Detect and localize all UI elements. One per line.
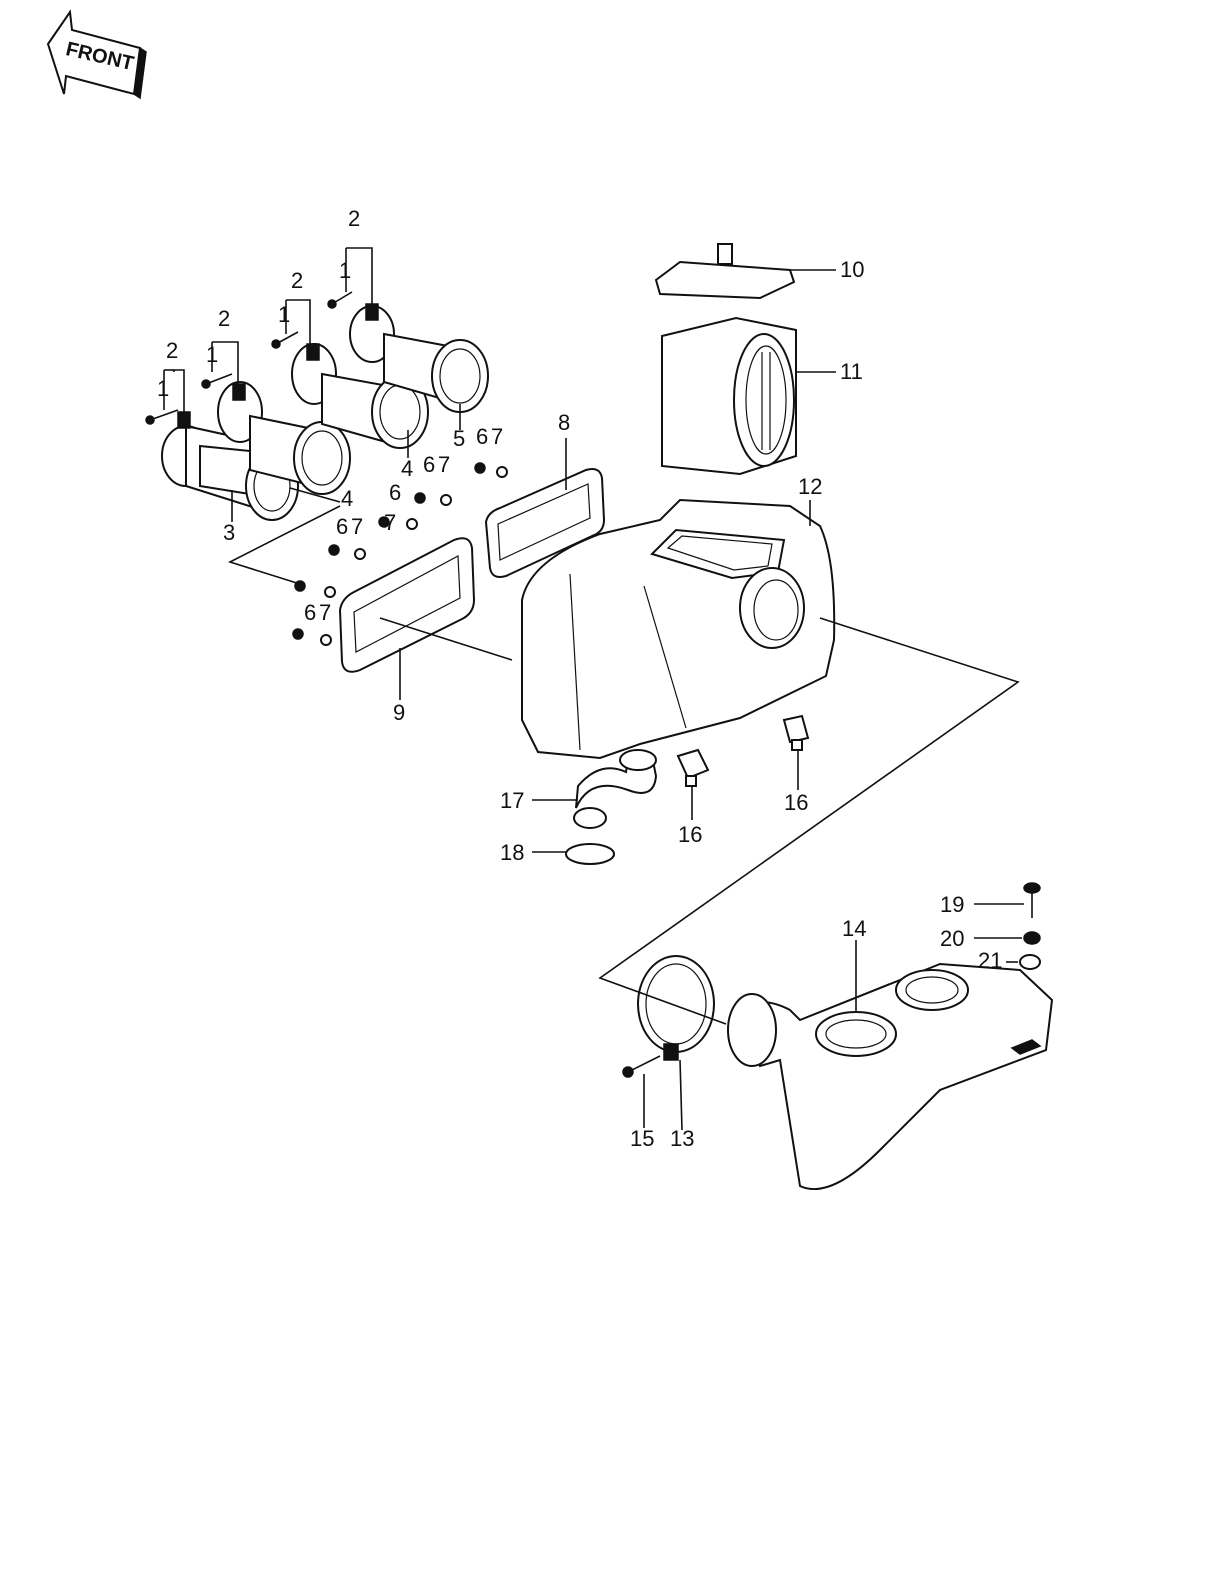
- part-label: 21: [978, 948, 1002, 973]
- intake-duct-4: [349, 303, 489, 413]
- bolt-and-washer-set: [292, 462, 508, 646]
- assembly-guide-lines: [227, 505, 1020, 1025]
- intake-duct-assembly: [145, 291, 489, 521]
- part-label: 12: [798, 474, 822, 499]
- part-label: 7: [491, 424, 503, 449]
- part-label: 1: [206, 342, 218, 367]
- part-label: 2: [166, 338, 178, 363]
- part-label: 6: [476, 424, 488, 449]
- air-box-housing: [521, 498, 836, 760]
- part-label: 7: [384, 510, 396, 535]
- part-label: 1: [278, 302, 290, 327]
- part-label: 3: [223, 520, 235, 545]
- part-label: 6: [304, 600, 316, 625]
- part-label: 7: [438, 452, 450, 477]
- front-arrow-icon: FRONT: [46, 9, 147, 100]
- part-label: 7: [319, 600, 331, 625]
- part-label: 1: [157, 376, 169, 401]
- part-label: 13: [670, 1126, 694, 1151]
- drain-plug: [676, 714, 810, 787]
- part-label: 6: [389, 480, 401, 505]
- bolt-washer-nut-icon: [1019, 882, 1041, 970]
- leader-lines: [163, 247, 1024, 1131]
- part-label: 11: [840, 359, 863, 384]
- gasket-9: [338, 537, 476, 673]
- part-label: 20: [940, 926, 964, 951]
- intake-duct-2: [217, 381, 351, 495]
- part-label: 7: [351, 514, 363, 539]
- part-label: 17: [500, 788, 524, 813]
- part-label: 14: [842, 916, 866, 941]
- intake-duct-3: [291, 343, 429, 449]
- part-label: 4: [341, 486, 353, 511]
- part-label: 2: [291, 268, 303, 293]
- part-label: 16: [784, 790, 808, 815]
- part-label: 8: [558, 410, 570, 435]
- part-label: 10: [840, 257, 864, 282]
- part-label: 16: [678, 822, 702, 847]
- part-label: 4: [401, 456, 413, 481]
- part-label: 19: [940, 892, 964, 917]
- drain-hose: [573, 749, 658, 829]
- part-label: 6: [336, 514, 348, 539]
- gasket-8: [484, 468, 606, 578]
- screw-icon: [145, 291, 353, 425]
- part-label: 5: [453, 426, 465, 451]
- part-label: 15: [630, 1126, 654, 1151]
- part-label: 18: [500, 840, 524, 865]
- clamp-screw-icon: [622, 1055, 661, 1078]
- hose-clamp: [637, 955, 715, 1061]
- part-label: 6: [423, 452, 435, 477]
- air-filter-element: [661, 316, 797, 476]
- part-label: 9: [393, 700, 405, 725]
- filter-cover: [654, 243, 796, 300]
- part-label: 1: [339, 258, 351, 283]
- part-label: 2: [348, 206, 360, 231]
- part-label: 2: [218, 306, 230, 331]
- hose-clip: [565, 843, 615, 865]
- intake-duct-rear: [727, 962, 1054, 1191]
- part-labels: 1 1 1 1 2 2 2 2 3 4 4 5 6 6 6 6 6 7 7 7 …: [157, 206, 1002, 1151]
